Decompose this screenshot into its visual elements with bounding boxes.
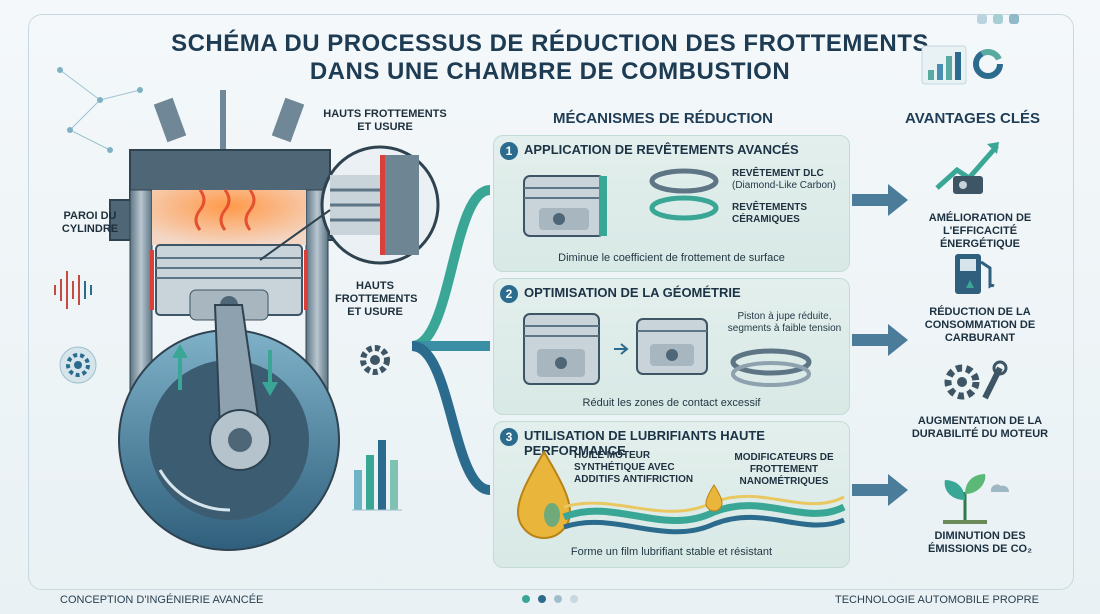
engine-cross-section xyxy=(109,90,351,551)
advantage-label: Augmentation de la durabilité du moteur xyxy=(911,415,1049,440)
bar-chart-decoration-icon xyxy=(352,440,402,511)
window-dot-icon[interactable] xyxy=(977,14,987,24)
dlc-coating-sub: (Diamond-Like Carbon) xyxy=(732,180,836,191)
outer-frame xyxy=(28,14,1074,590)
efficiency-chart-icon xyxy=(935,142,999,194)
window-controls xyxy=(977,14,1019,24)
panel-title: Application de revêtements avancés xyxy=(524,142,799,157)
label-friction-top: Hauts frottements et usure xyxy=(323,108,447,133)
mini-dashboard-icon xyxy=(921,45,1003,85)
zoom-connector xyxy=(259,209,331,261)
footer-left: Conception d'ingénierie avancée xyxy=(60,594,264,606)
mechanisms-heading: Mécanismes de réduction xyxy=(553,110,774,127)
panel-caption: Diminue le coefficient de frottement de … xyxy=(558,252,785,264)
dlc-coating-label: Revêtement DLC xyxy=(732,168,824,179)
panel-caption: Réduit les zones de contact excessif xyxy=(582,397,761,409)
standard-piston-icon xyxy=(523,313,600,385)
page-dot[interactable] xyxy=(554,595,562,603)
coated-piston-icon xyxy=(523,175,607,237)
label-friction-mid: Hauts frottements et usure xyxy=(335,280,418,318)
page-dot[interactable] xyxy=(538,595,546,603)
friction-zoom-circle xyxy=(320,145,440,265)
advantage-label: Réduction de la consommation de carburan… xyxy=(924,306,1036,344)
panel-number: 2 xyxy=(500,285,518,303)
page-dot[interactable] xyxy=(522,595,530,603)
gear-icon xyxy=(59,346,97,384)
oil-drop-icon xyxy=(516,450,572,539)
piston-rings-icon xyxy=(649,168,719,221)
window-dot-icon[interactable] xyxy=(1009,14,1019,24)
geometry-note: Piston à jupe réduite, segments à faible… xyxy=(727,311,842,334)
ceramic-coating-label: Revêtements céramiques xyxy=(732,202,808,225)
title-line-2: dans une chambre de combustion xyxy=(309,58,791,85)
synthetic-oil-label: Huile moteur synthétique avec additifs a… xyxy=(574,450,694,485)
branch-arrows xyxy=(410,185,492,495)
optimized-piston-icon xyxy=(636,318,708,375)
mechanism-panel-2: 2 Optimisation de la géométrie Piston à … xyxy=(493,278,850,415)
label-cylinder-wall: Paroi du cylindre xyxy=(61,210,119,235)
advantage-label: Diminution des émissions de CO₂ xyxy=(928,530,1032,555)
sound-wave-icon xyxy=(54,271,92,309)
advantage-label: Amélioration de l'efficacité énergétique xyxy=(928,212,1032,250)
fuel-pump-icon xyxy=(955,254,995,294)
nano-modifiers-label: Modificateurs de frottement nanométrique… xyxy=(734,452,834,487)
oil-droplet-icon xyxy=(705,484,723,512)
title-line-1: Schéma du processus de réduction des fro… xyxy=(171,30,929,57)
arrow-right-icon xyxy=(614,343,629,355)
window-dot-icon[interactable] xyxy=(993,14,1003,24)
panel-title: Optimisation de la géométrie xyxy=(524,285,741,300)
page-title: Schéma du processus de réduction des fro… xyxy=(150,30,950,86)
page-dot[interactable] xyxy=(570,595,578,603)
gear-icon xyxy=(360,345,390,375)
pagination-dots xyxy=(522,595,578,603)
panel-number: 3 xyxy=(500,428,518,446)
panel-number: 1 xyxy=(500,142,518,160)
network-decoration-icon xyxy=(57,67,143,153)
panel-caption: Forme un film lubrifiant stable et résis… xyxy=(570,546,773,558)
result-arrows xyxy=(852,184,908,506)
gear-wrench-icon xyxy=(944,360,1008,400)
low-tension-rings-icon xyxy=(730,348,812,387)
mechanism-panel-1: 1 Application de revêtements avancés Rev… xyxy=(493,135,850,272)
plant-icon xyxy=(943,474,1010,524)
footer-right: Technologie automobile propre xyxy=(835,594,1039,606)
advantages-heading: Avantages clés xyxy=(905,110,1041,127)
